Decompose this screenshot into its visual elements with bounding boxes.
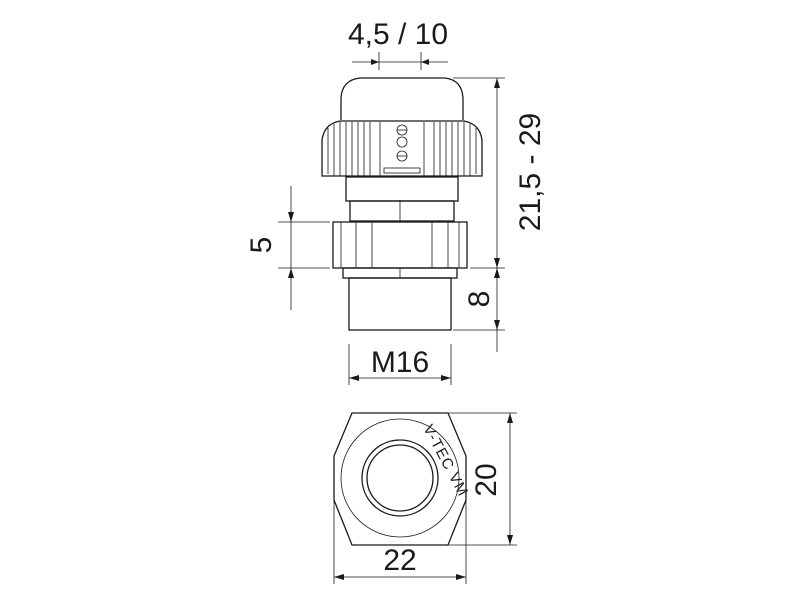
gland-hex-body — [332, 221, 468, 269]
dim-label-across-flats: 20 — [470, 463, 503, 496]
gland-neck — [345, 176, 459, 202]
cap-nut-ribs — [327, 122, 477, 176]
gland-outer-ring — [340, 418, 460, 538]
dim-label-thread: M16 — [371, 346, 429, 379]
dim-label-thread-length: 8 — [463, 291, 496, 308]
gland-dome-cap — [340, 77, 464, 120]
brand-label: V-TEC VM — [419, 422, 471, 500]
dim-label-across-corners: 22 — [383, 544, 416, 577]
dimension-thread-length: 8 — [453, 268, 505, 352]
dimension-thread: M16 — [348, 344, 452, 385]
dimension-wrench-height: 5 — [245, 186, 330, 310]
dimension-total-height: 21,5 - 29 — [453, 77, 547, 269]
dim-label-cable-range: 4,5 / 10 — [348, 18, 448, 51]
dim-label-total-height: 21,5 - 29 — [514, 113, 547, 231]
dim-label-wrench-height: 5 — [245, 237, 278, 254]
gland-bore-outer — [361, 439, 439, 517]
dimension-cable-range: 4,5 / 10 — [348, 18, 448, 70]
dimension-across-flats: 20 — [448, 412, 517, 546]
nut-logo-marks — [383, 124, 421, 174]
gland-bore-inner — [366, 444, 434, 512]
dimension-across-corners: 22 — [333, 500, 467, 584]
gland-cap-nut — [321, 120, 483, 177]
top-view: V-TEC VM — [333, 412, 471, 546]
gland-thread — [348, 277, 452, 331]
gland-collar — [349, 200, 455, 222]
side-view — [321, 77, 483, 331]
